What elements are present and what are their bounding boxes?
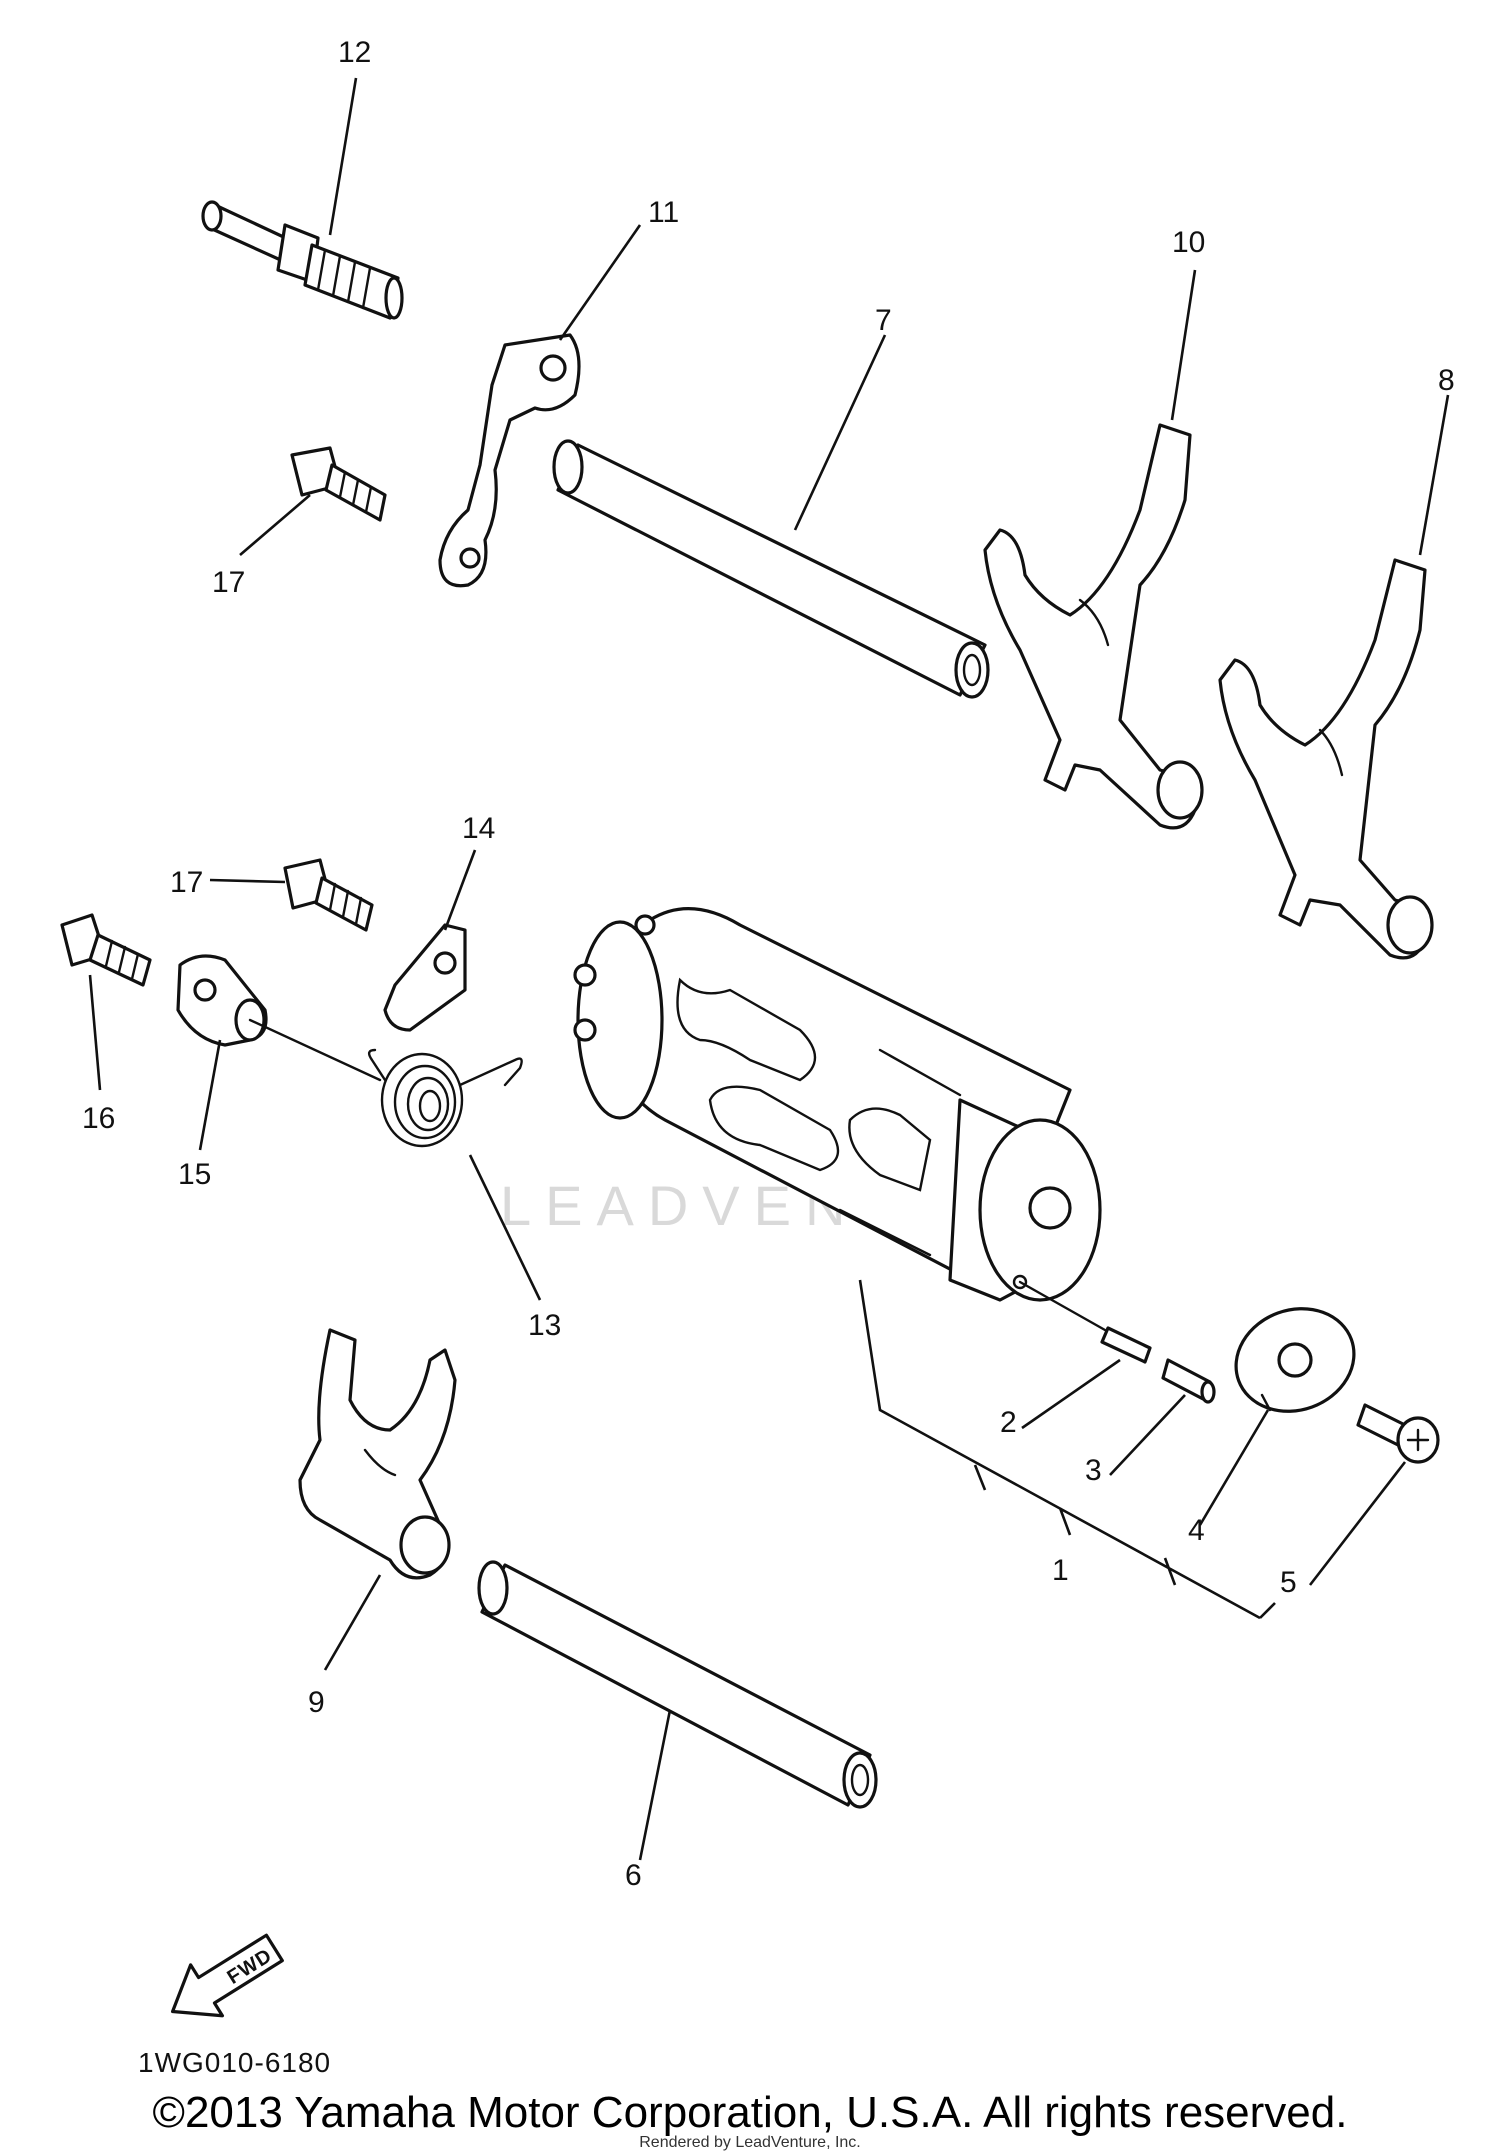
- part-8-shift-fork[interactable]: [1218, 558, 1434, 960]
- part-14-stopper-plate[interactable]: [383, 923, 467, 1032]
- callout-13: 13: [528, 1309, 561, 1342]
- callout-11: 11: [648, 196, 679, 229]
- rendered-by-note: Rendered by LeadVenture, Inc.: [639, 2134, 861, 2151]
- leader-4: [1198, 1409, 1270, 1526]
- callout-2: 2: [1000, 1406, 1017, 1439]
- leader-15: [198, 1039, 222, 1151]
- part-4-segment-plate[interactable]: [1222, 1292, 1369, 1427]
- leader-6: [638, 1709, 672, 1861]
- part-17-middle-bolt[interactable]: [283, 858, 374, 932]
- leader-8: [1418, 394, 1450, 556]
- leader-14: [443, 849, 477, 931]
- part-15-lever[interactable]: [176, 954, 268, 1047]
- part-3-pin[interactable]: [1161, 1358, 1216, 1404]
- part-16-bolt[interactable]: [60, 913, 152, 987]
- callout-9: 9: [308, 1686, 325, 1719]
- part-1-shift-drum[interactable]: [573, 907, 1102, 1302]
- callout-6: 6: [625, 1859, 642, 1892]
- callout-17b: 17: [170, 866, 203, 899]
- part-12-stud-bolt[interactable]: [201, 200, 404, 320]
- copyright-notice: ©2013 Yamaha Motor Corporation, U.S.A. A…: [152, 2088, 1348, 2137]
- callout-3: 3: [1085, 1454, 1102, 1487]
- part-9-shift-fork[interactable]: [298, 1328, 457, 1580]
- leader-11: [558, 224, 642, 341]
- leader-3: [1109, 1394, 1186, 1476]
- leader-5: [1308, 1461, 1407, 1586]
- fwd-arrow-icon: FWD: [170, 1933, 284, 2018]
- callout-15: 15: [178, 1158, 211, 1191]
- part-17-upper-bolt[interactable]: [290, 446, 387, 522]
- part-10-shift-fork[interactable]: [983, 423, 1204, 830]
- leader-10: [1170, 269, 1197, 421]
- leader-13: [468, 1154, 542, 1301]
- leader-17a: [239, 494, 311, 556]
- callout-1: 1: [1052, 1554, 1069, 1587]
- part-2-pin[interactable]: [1018, 1280, 1152, 1364]
- callout-12: 12: [338, 36, 371, 69]
- leader-17b: [209, 878, 286, 884]
- leader-9: [323, 1574, 382, 1671]
- callout-5: 5: [1280, 1566, 1297, 1599]
- part-5-screw[interactable]: [1356, 1403, 1440, 1464]
- callout-16: 16: [82, 1102, 115, 1135]
- part-6-shaft[interactable]: [477, 1560, 878, 1809]
- leader-2: [1021, 1358, 1121, 1430]
- part-11-plate[interactable]: [438, 333, 581, 588]
- callout-17a: 17: [212, 566, 245, 599]
- diagram-code: 1WG010-6180: [138, 2047, 331, 2078]
- part-7-shaft[interactable]: [552, 439, 990, 699]
- callout-7: 7: [875, 304, 892, 337]
- callout-4: 4: [1188, 1514, 1205, 1547]
- leader-16: [88, 974, 102, 1091]
- leader-12: [328, 77, 358, 236]
- leader-1: [858, 1279, 1276, 1620]
- callout-8: 8: [1438, 364, 1455, 397]
- part-13-torsion-spring[interactable]: [248, 1018, 523, 1148]
- callout-14: 14: [462, 812, 495, 845]
- callout-10: 10: [1172, 226, 1205, 259]
- leader-7: [793, 334, 887, 531]
